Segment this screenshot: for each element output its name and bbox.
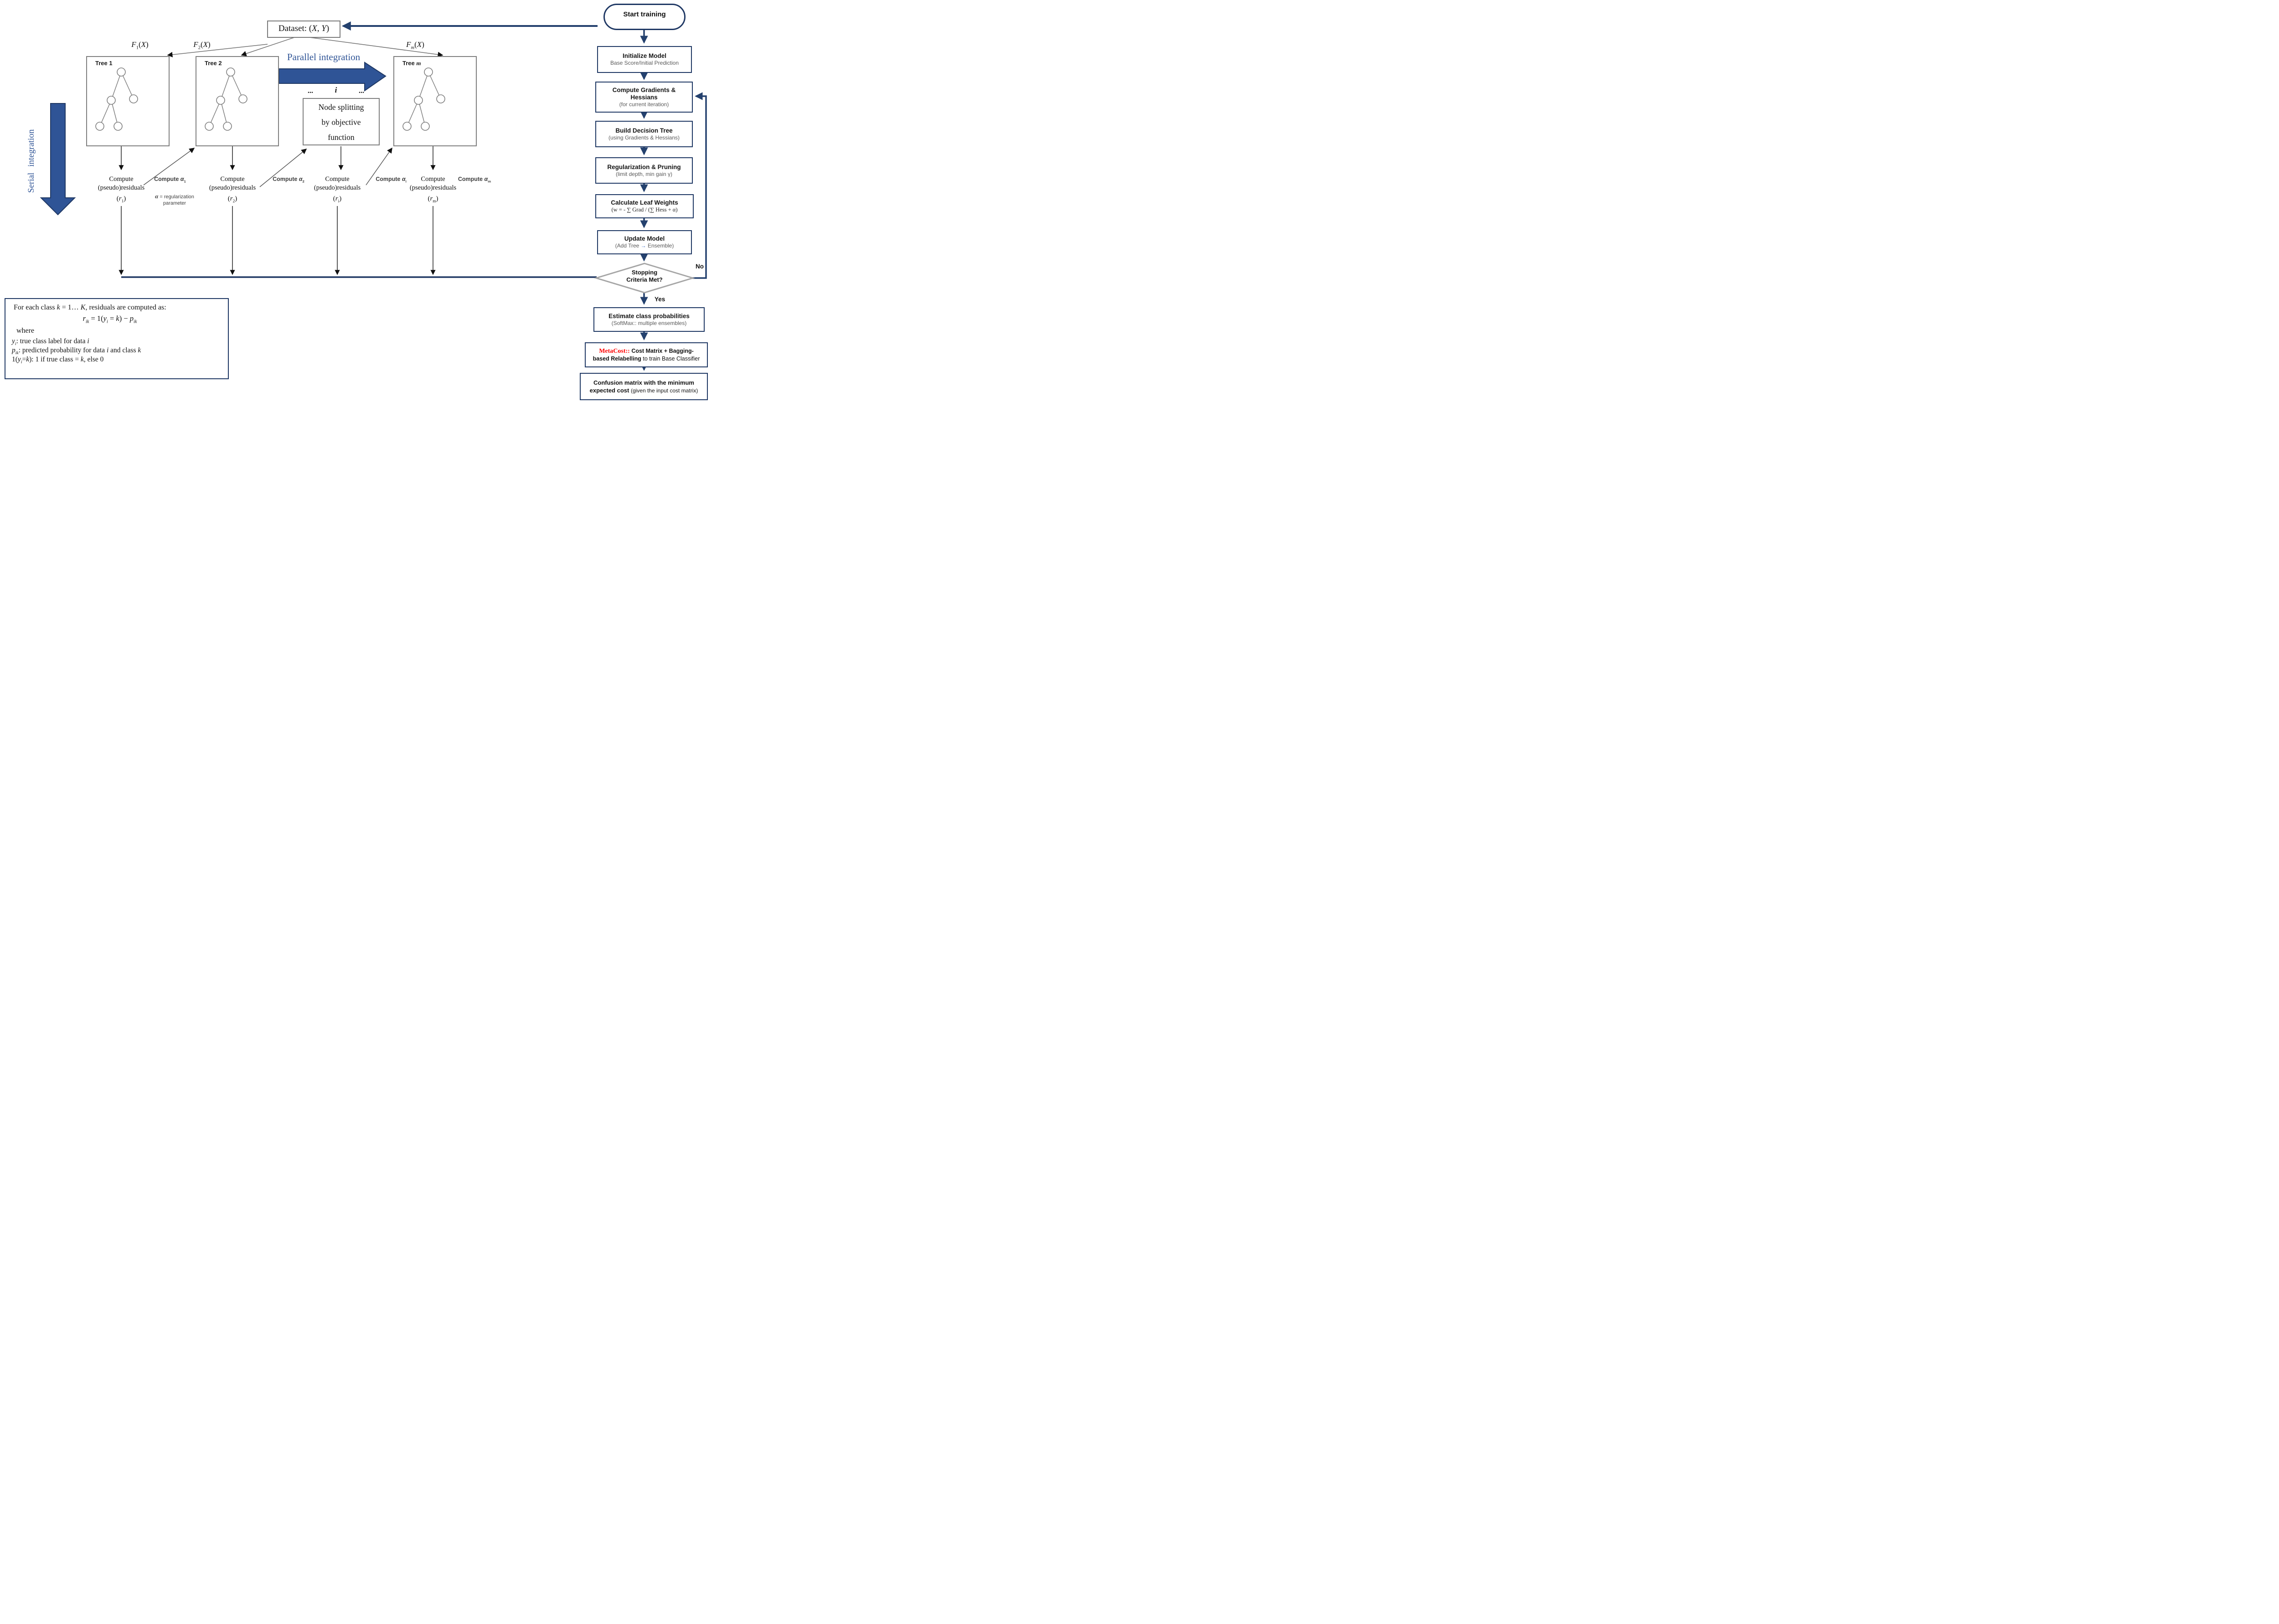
confusion-matrix-box: Confusion matrix with the minimum expect…: [580, 373, 708, 400]
node-splitting-line1: Node splitting: [318, 103, 364, 112]
parallel-integration-label: Parallel integration: [287, 52, 361, 62]
dataset-comma: ,: [317, 24, 322, 33]
metacost-text: MetaCost:: Cost Matrix + Bagging- based …: [593, 348, 700, 362]
compute-alphai-label: Compute αi: [376, 176, 407, 184]
tree2-title: Tree 2: [205, 60, 222, 67]
f1-label: F1(X): [108, 40, 172, 51]
tree2-graphic: [205, 67, 247, 131]
estimate-probabilities-box: Estimate class probabilities (SoftMax:: …: [593, 307, 705, 332]
compute-gradients-title: Compute Gradients & Hessians: [612, 86, 676, 101]
compute-alpham-label: Compute αm: [458, 176, 491, 184]
f2-sym: F: [193, 40, 198, 49]
dataset-close: ): [326, 24, 330, 33]
residual-r1-label: Compute(pseudo)residuals (r1): [98, 175, 145, 204]
initialize-model-subtitle: Base Score/Initial Prediction: [610, 60, 679, 66]
parallel-integration-arrow: [278, 62, 387, 92]
formula-def-y: yi: true class label for data i: [12, 337, 89, 347]
fm-x: X: [417, 40, 422, 49]
stopping-criteria-label: Stopping Criteria Met?: [626, 269, 663, 283]
tree1-graphic: [95, 67, 138, 131]
start-training-node: Start training: [603, 4, 686, 30]
tree2-box: Tree 2: [196, 56, 279, 146]
tree1-box: Tree 1: [86, 56, 170, 146]
f2-label: F2(X): [170, 40, 234, 51]
f2-open: (: [200, 40, 203, 49]
compute-gradients-subtitle: (for current iteration): [619, 101, 669, 108]
fm-sub: m: [411, 45, 415, 51]
update-model-title: Update Model: [624, 235, 665, 242]
residual-to-collector-arrows: [119, 206, 436, 275]
i-label: i: [335, 86, 337, 94]
compute-gradients-box: Compute Gradients & Hessians (for curren…: [595, 82, 693, 113]
connector-layer: [40, 21, 707, 371]
f1-sub: 1: [136, 45, 139, 51]
training-diagram: Dataset: (X, Y) F1(X) F2(X) Fm(X) Tree 1…: [0, 0, 730, 406]
leaf-weights-box: Calculate Leaf Weights (w = - ∑ Grad / (…: [595, 194, 694, 218]
serial-integration-label: Serial integration: [26, 129, 36, 193]
fm-sym: F: [406, 40, 411, 49]
residual-r2-label: Compute(pseudo)residuals (r2): [209, 175, 256, 204]
initialize-model-title: Initialize Model: [622, 52, 666, 59]
alpha-note: α = regularization parameter: [155, 193, 194, 206]
treem-title: Tree m: [402, 60, 421, 67]
ensemble-arrow-icon: →: [640, 242, 646, 249]
leaf-weights-title: Calculate Leaf Weights: [611, 199, 678, 206]
build-tree-title: Build Decision Tree: [615, 127, 673, 134]
f2-x: X: [203, 40, 208, 49]
node-splitting-line2: by objective: [321, 118, 361, 127]
dots-right: ...: [359, 87, 364, 95]
residual-rm-label: Compute(pseudo)residuals (rm): [409, 175, 457, 204]
tree1-title: Tree 1: [95, 60, 113, 67]
update-model-subtitle: (Add Tree → Ensemble): [615, 242, 674, 249]
metacost-box: MetaCost:: Cost Matrix + Bagging- based …: [585, 342, 708, 367]
estimate-probabilities-subtitle: (SoftMax:: multiple ensembles): [611, 320, 687, 326]
build-tree-box: Build Decision Tree (using Gradients & H…: [595, 121, 693, 147]
fm-close: ): [422, 40, 424, 49]
estimate-probabilities-title: Estimate class probabilities: [608, 312, 690, 320]
dataset-y: Y: [321, 24, 326, 33]
compute-alpha2-label: Compute α2: [273, 176, 304, 184]
treem-box: Tree m: [393, 56, 477, 146]
yes-label: Yes: [655, 296, 665, 303]
residual-formula-box: For each class k = 1… K, residuals are c…: [5, 298, 229, 379]
serial-diagonal-arrows: [143, 147, 392, 187]
fm-label: Fm(X): [383, 40, 447, 51]
f1-close: ): [146, 40, 149, 49]
update-model-box: Update Model (Add Tree → Ensemble): [597, 230, 692, 254]
no-label: No: [696, 263, 704, 270]
residual-ri-label: Compute(pseudo)residuals (ri): [314, 175, 361, 204]
regularization-subtitle: (limit depth, min gain γ): [615, 170, 673, 177]
node-splitting-box: Node splitting by objective function: [303, 98, 380, 145]
regularization-box: Regularization & Pruning (limit depth, m…: [595, 157, 693, 184]
serial-integration-arrow: [40, 103, 76, 216]
decision-diamond: [593, 263, 696, 294]
leaf-weights-subtitle: (w = - ∑ Grad / (∑ Hess + α): [611, 206, 678, 213]
regularization-title: Regularization & Pruning: [607, 163, 681, 170]
dataset-label: Dataset: (: [278, 24, 312, 33]
initialize-model-box: Initialize Model Base Score/Initial Pred…: [597, 46, 692, 73]
metacost-red-label: MetaCost::: [599, 348, 630, 355]
formula-def-indicator: 1(yi=k): 1 if true class = k, else 0: [12, 356, 104, 365]
dots-left: ...: [308, 87, 313, 95]
build-tree-subtitle: (using Gradients & Hessians): [608, 134, 680, 141]
confusion-matrix-text: Confusion matrix with the minimum expect…: [589, 379, 698, 394]
f2-close: ): [208, 40, 211, 49]
tree-to-residual-arrows: [119, 145, 436, 170]
f1-sym: F: [131, 40, 136, 49]
treem-graphic: [402, 67, 445, 131]
dataset-x: X: [312, 24, 317, 33]
formula-equation: rik = 1(yi = k) − pik: [82, 314, 137, 325]
f1-x: X: [141, 40, 146, 49]
no-loop-arrow: [692, 92, 707, 279]
node-splitting-line3: function: [328, 133, 355, 142]
formula-title: For each class k = 1… K, residuals are c…: [14, 304, 166, 311]
formula-def-p: pik: predicted probability for data i an…: [12, 346, 141, 356]
f2-sub: 2: [198, 45, 201, 51]
formula-where: where: [16, 327, 35, 335]
dataset-to-tree-lines: [167, 36, 443, 57]
compute-alpha1-label: Compute α1: [154, 176, 186, 184]
f1-open: (: [138, 40, 141, 49]
fm-open: (: [414, 40, 417, 49]
dataset-box: Dataset: (X, Y): [267, 21, 340, 38]
